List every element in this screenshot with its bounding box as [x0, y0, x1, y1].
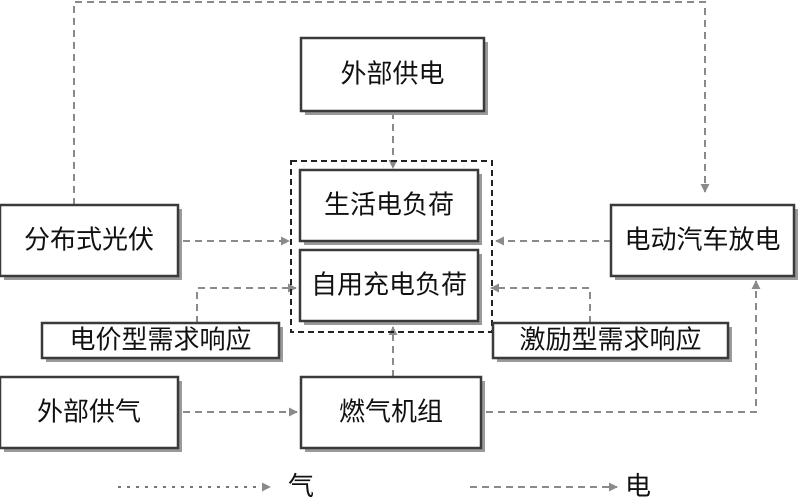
box-external-power: 外部供电 — [299, 36, 488, 115]
box-external-gas: 外部供气 — [0, 375, 182, 452]
legend-item-gas: 气 — [118, 472, 314, 502]
box-ev-discharge: 电动汽车放电 — [609, 203, 798, 280]
label-ev-discharge: 电动汽车放电 — [624, 226, 780, 256]
label-charging-load: 自用充电负荷 — [311, 271, 467, 301]
box-charging-load: 自用充电负荷 — [298, 248, 482, 325]
label-gas-turbine: 燃气机组 — [339, 398, 443, 428]
box-price-dr: 电价型需求响应 — [40, 321, 283, 362]
label-external-gas: 外部供气 — [37, 398, 141, 428]
legend-gas-label: 气 — [288, 472, 314, 502]
label-pv: 分布式光伏 — [24, 226, 154, 256]
label-incentive-dr: 激励型需求响应 — [519, 326, 701, 356]
flow-lines — [73, 1, 761, 417]
box-living-load: 生活电负荷 — [298, 168, 482, 245]
flow-turbine-to-ev — [486, 280, 761, 413]
label-external-power: 外部供电 — [340, 60, 444, 90]
box-pv: 分布式光伏 — [0, 203, 182, 280]
box-incentive-dr: 激励型需求响应 — [491, 321, 732, 362]
legend: 气 电 — [118, 472, 651, 502]
load-group-border — [290, 160, 493, 333]
legend-item-electricity: 电 — [470, 472, 651, 502]
flow-incentive-dr — [490, 283, 591, 323]
label-price-dr: 电价型需求响应 — [69, 326, 251, 356]
legend-electricity-label: 电 — [625, 472, 651, 502]
box-gas-turbine: 燃气机组 — [299, 375, 485, 452]
label-living-load: 生活电负荷 — [324, 191, 454, 221]
flow-pv-to-ev — [73, 1, 710, 205]
flow-price-dr — [196, 283, 297, 323]
